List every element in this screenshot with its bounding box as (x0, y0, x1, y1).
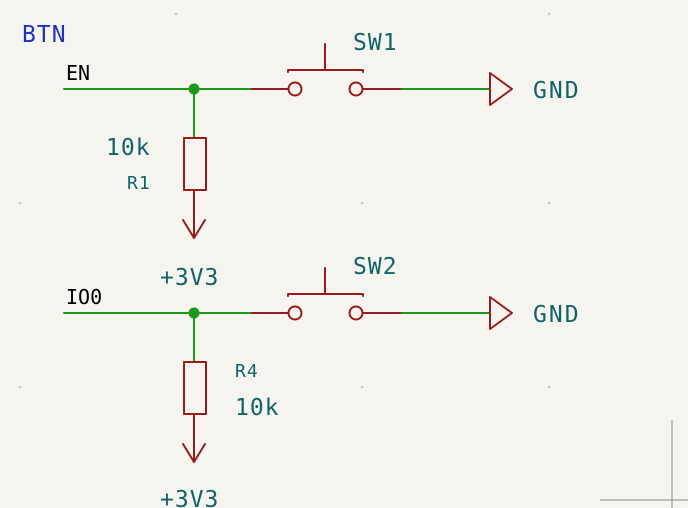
grid-dots (18, 12, 551, 389)
switch-sw2[interactable] (251, 267, 401, 321)
sheet-frame-corner (600, 420, 688, 508)
sheet-label: BTN (22, 22, 67, 48)
net-label-io0: IO0 (66, 285, 102, 309)
resistor-r4[interactable] (182, 361, 207, 463)
gnd-symbol-bottom[interactable] (489, 296, 513, 330)
junction-io0 (188, 307, 200, 319)
r1-reference: R1 (127, 173, 151, 194)
sw1-reference: SW1 (353, 30, 398, 56)
vcc-label-top: +3V3 (160, 265, 219, 291)
gnd-label-top: GND (533, 78, 581, 104)
io0-net-wire[interactable] (63, 312, 491, 363)
junction-en (188, 83, 200, 95)
vcc-label-bottom: +3V3 (160, 487, 219, 508)
switch-sw1[interactable] (251, 43, 401, 97)
gnd-label-bottom: GND (533, 302, 581, 328)
resistor-r1[interactable] (182, 137, 207, 239)
sw2-reference: SW2 (353, 254, 398, 280)
en-net-wire[interactable] (63, 88, 491, 139)
r4-reference: R4 (235, 361, 259, 382)
r4-value: 10k (235, 395, 280, 421)
net-label-en: EN (66, 61, 90, 85)
gnd-symbol-top[interactable] (489, 72, 513, 106)
r1-value: 10k (106, 135, 151, 161)
